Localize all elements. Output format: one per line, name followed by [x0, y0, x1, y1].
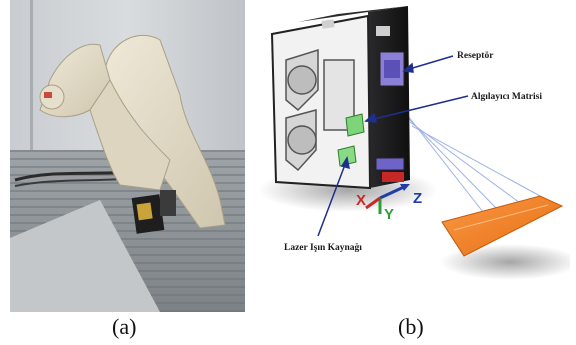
- laser-beams: [407, 115, 541, 213]
- robot-photo: [10, 0, 245, 312]
- axis-label-x: X: [356, 192, 366, 209]
- label-receptor: Reseptör: [457, 51, 494, 61]
- sensor-matrix: [345, 113, 365, 137]
- coordinate-axes: Z Y X: [356, 184, 422, 223]
- caption-b: (b): [398, 314, 424, 339]
- robot-photo-image: [10, 0, 245, 312]
- label-sensor-matrix: Algılayıcı Matrisi: [471, 92, 542, 102]
- axis-label-y: Y: [384, 206, 394, 223]
- laser-target-plate: [441, 195, 564, 257]
- caption-a: (a): [112, 314, 137, 339]
- plate-shadow: [440, 244, 576, 280]
- axis-label-z: Z: [413, 190, 422, 207]
- label-laser-source: Lazer Işın Kaynağı: [284, 243, 362, 253]
- callout-arrows: [317, 55, 469, 237]
- sensor-diagram-svg: Reseptör Algılayıcı Matrisi Lazer Işın K…: [258, 6, 576, 280]
- sensor-diagram: Reseptör Algılayıcı Matrisi Lazer Işın K…: [258, 0, 576, 312]
- laser-source: [337, 145, 357, 167]
